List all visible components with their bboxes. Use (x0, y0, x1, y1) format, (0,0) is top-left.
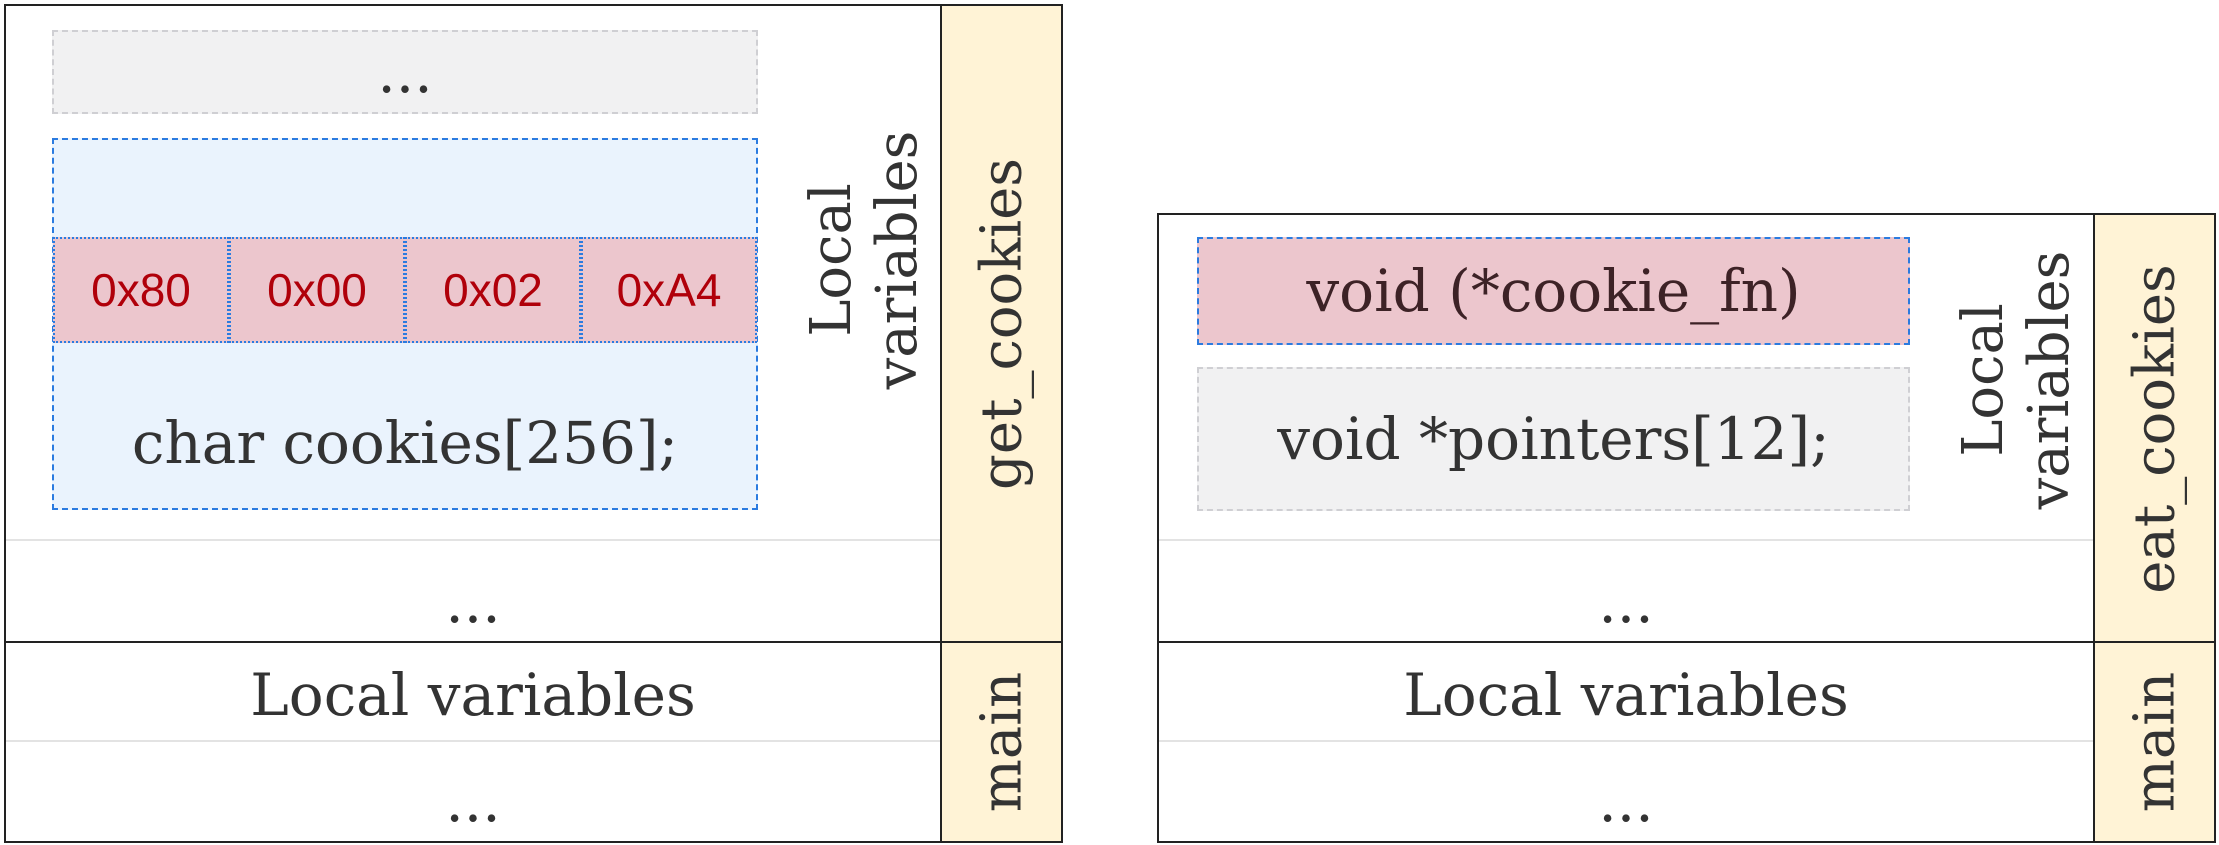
byte-cell: 0x80 (53, 237, 229, 343)
pointers-array-label: void *pointers[12]; (1277, 405, 1830, 473)
cookies-buffer-label: char cookies[256]; (131, 409, 679, 477)
left-top-ellipsis-box: ... (52, 30, 758, 114)
byte-cell: 0x00 (229, 237, 405, 343)
right-divider (1159, 539, 2093, 541)
right-frame-label-column: eat_cookies (2093, 213, 2216, 644)
left-frame-label-column: get_cookies (940, 4, 1063, 644)
cookie-fn-pointer-label: void (*cookie_fn) (1306, 257, 1801, 325)
cookie-fn-pointer-box: void (*cookie_fn) (1197, 237, 1910, 345)
right-main-frame (1157, 641, 2095, 843)
cookies-byte-row: 0x80 0x00 0x02 0xA4 (53, 237, 757, 343)
left-main-local-variables: Local variables (250, 661, 696, 729)
pointers-array-box: void *pointers[12]; (1197, 367, 1910, 511)
right-main-divider (1159, 740, 2093, 742)
left-main-label-column: main (940, 641, 1063, 843)
left-main-ellipsis-wrap: ... (6, 762, 940, 840)
left-divider (6, 539, 940, 541)
right-main-local-variables: Local variables (1403, 661, 1849, 729)
left-main-ellipsis: ... (445, 767, 501, 835)
right-main-label: main (2122, 671, 2187, 813)
right-local-variables-label-wrap: Local variables (1942, 230, 2092, 530)
left-local-variables-label-wrap: Local variables (790, 60, 940, 460)
left-top-ellipsis: ... (377, 38, 433, 106)
right-main-label-column: main (2093, 641, 2216, 843)
right-local-variables-label: Local variables (1951, 250, 2082, 510)
left-main-local-variables-wrap: Local variables (6, 655, 940, 735)
left-after-ellipsis: ... (445, 568, 501, 636)
right-main-local-variables-wrap: Local variables (1159, 655, 2093, 735)
right-main-ellipsis: ... (1598, 767, 1654, 835)
right-main-ellipsis-wrap: ... (1159, 762, 2093, 840)
left-main-frame (4, 641, 942, 843)
right-after-ellipsis-wrap: ... (1159, 562, 2093, 642)
byte-cell: 0x02 (405, 237, 581, 343)
left-after-ellipsis-wrap: ... (6, 562, 940, 642)
left-local-variables-label: Local variables (799, 130, 930, 390)
left-main-label: main (969, 671, 1034, 813)
right-after-ellipsis: ... (1598, 568, 1654, 636)
byte-cell: 0xA4 (581, 237, 757, 343)
cookies-buffer-label-wrap: char cookies[256]; (52, 400, 758, 486)
left-main-divider (6, 740, 940, 742)
left-frame-label: get_cookies (969, 157, 1034, 491)
right-frame-label: eat_cookies (2122, 263, 2187, 594)
